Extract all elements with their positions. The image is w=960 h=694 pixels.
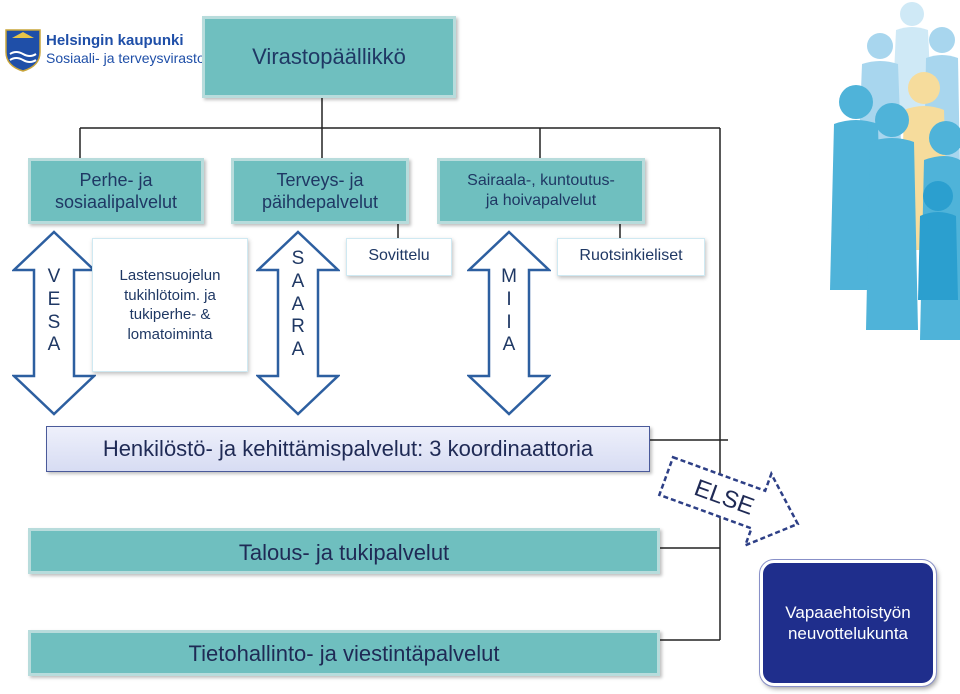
vesa-letter: V [47,266,61,287]
saara-letter: R [291,316,305,338]
vesa-arrow: V E S A [12,230,96,416]
city-crest-icon [5,29,41,72]
henkilosto-box: Henkilöstö- ja kehittämispalvelut: 3 koo… [46,426,650,472]
tietohallinto-box: Tietohallinto- ja viestintäpalvelut [28,630,660,676]
miia-letter: I [506,288,512,310]
saara-letter: A [291,293,305,315]
talous-box: Talous- ja tukipalvelut [28,528,660,574]
miia-double-arrow-shape [467,230,551,416]
department-sairaala-box: Sairaala-, kuntoutus- ja hoivapalvelut [437,158,645,224]
vapaaehtoistyo-line: Vapaaehtoistyön [785,602,911,622]
saara-letter: A [291,339,305,361]
saara-arrow: S A A R A [256,230,340,416]
else-arrow: ELSE [652,448,812,552]
city-logo: Helsingin kaupunki Sosiaali- ja terveysv… [2,28,212,74]
miia-letter: I [506,311,512,333]
miia-letter: M [501,266,517,287]
virastopaallikko-box: Virastopäällikkö [202,16,456,98]
lastensuojelu-line: tukiperhe- & [129,306,211,323]
department-terveys-box: Terveys- ja päihdepalvelut [231,158,409,224]
lastensuojelu-line: lomatoiminta [127,325,213,343]
sovittelu-box: Sovittelu [346,238,452,276]
talous-label: Talous- ja tukipalvelut [238,540,450,565]
department-perhe-line2: sosiaalipalvelut [54,192,178,212]
henkilosto-label: Henkilöstö- ja kehittämispalvelut: 3 koo… [102,436,594,461]
virastopaallikko-label: Virastopäällikkö [252,44,406,69]
department-terveys-line2: päihdepalvelut [261,192,379,212]
saara-letter: S [291,248,305,269]
miia-letter: A [502,334,516,356]
vesa-letter: A [47,334,61,356]
logo-line1: Helsingin kaupunki [46,32,184,49]
people-group-icon [830,2,960,340]
sovittelu-label: Sovittelu [368,247,430,264]
ruotsinkieliset-box: Ruotsinkieliset [557,238,705,276]
else-dashed-arrow-shape [657,455,800,548]
vapaaehtoistyo-box: Vapaaehtoistyön neuvottelukunta [759,559,937,687]
saara-letter: A [291,270,305,292]
miia-arrow: M I I A [467,230,551,416]
logo-line2: Sosiaali- ja terveysvirasto [46,50,202,66]
ruotsinkieliset-label: Ruotsinkieliset [579,247,683,264]
vesa-double-arrow-shape [12,230,96,416]
department-perhe-line1: Perhe- ja [79,169,153,190]
saara-double-arrow-shape [256,230,340,416]
department-perhe-box: Perhe- ja sosiaalipalvelut [28,158,204,224]
department-sairaala-line1: Sairaala-, kuntoutus- [467,172,615,189]
tietohallinto-label: Tietohallinto- ja viestintäpalvelut [188,641,500,666]
vesa-letter: E [47,288,61,310]
lastensuojelu-line: tukihlötoim. ja [124,286,216,304]
department-sairaala-line2: ja hoivapalvelut [485,192,597,209]
lastensuojelu-box: Lastensuojelun tukihlötoim. ja tukiperhe… [92,238,248,372]
vapaaehtoistyo-line: neuvottelukunta [787,624,909,643]
lastensuojelu-line: Lastensuojelun [119,267,221,284]
vesa-letter: S [47,311,61,333]
department-terveys-line1: Terveys- ja [276,169,364,190]
